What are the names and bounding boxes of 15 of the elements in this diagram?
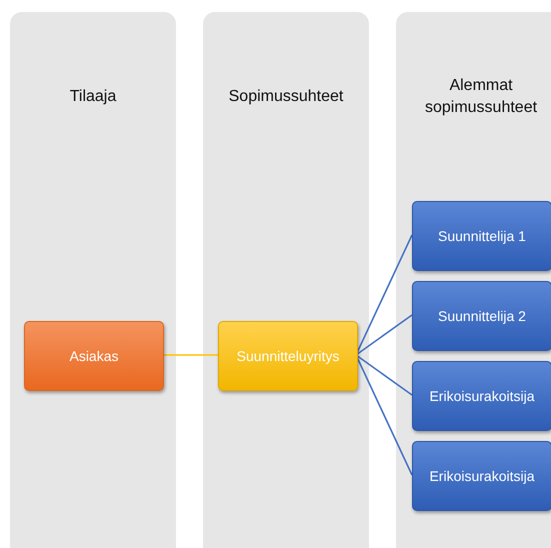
column-heading: Alemmat sopimussuhteet [424,76,538,118]
process-box: Suunnittelija 1 [412,201,551,271]
process-box: Asiakas [24,321,164,391]
column-heading: Sopimussuhteet [228,87,344,107]
process-box: Suunnittelija 2 [412,281,551,351]
connector-line [356,354,412,396]
column-heading: Tilaaja [70,87,116,107]
column-band [10,12,176,548]
column-band [396,12,551,548]
process-box: Erikoisurakoitsija [412,361,551,431]
column-band [203,12,369,548]
process-box: Erikoisurakoitsija [412,441,551,511]
process-box: Suunnitteluyritys [218,321,358,391]
connector-line [356,314,412,356]
connector-line [162,354,218,356]
